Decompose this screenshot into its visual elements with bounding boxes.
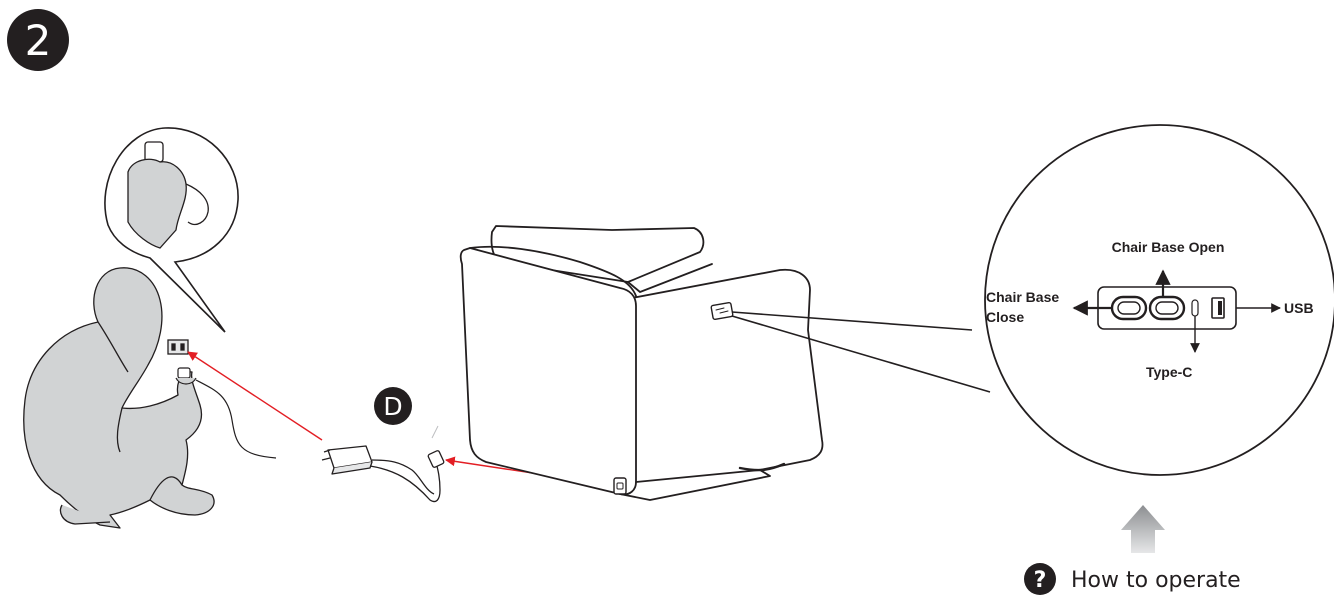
step-number-badge: 2 bbox=[7, 9, 69, 71]
step-number: 2 bbox=[25, 16, 52, 65]
usb-label: USB bbox=[1284, 300, 1314, 316]
hand-with-plug-icon bbox=[175, 367, 277, 459]
crouching-person-figure bbox=[23, 267, 215, 529]
zoom-leader-lines bbox=[731, 311, 991, 393]
power-adapter-icon bbox=[321, 445, 445, 503]
chair-base-close-label-line1: Chair Base bbox=[986, 289, 1059, 305]
usb-port bbox=[1211, 297, 1225, 319]
chair-base-close-button bbox=[1110, 295, 1148, 321]
how-to-operate-label: How to operate bbox=[1071, 568, 1241, 593]
chair-base-illustration bbox=[459, 225, 824, 501]
chair-base-open-label: Chair Base Open bbox=[1112, 239, 1225, 255]
wall-outlet-icon bbox=[167, 339, 189, 355]
plug-to-outlet-arrow bbox=[187, 351, 323, 441]
upward-hint-arrow bbox=[1121, 505, 1165, 553]
type-c-port bbox=[1191, 299, 1199, 317]
part-letter: D bbox=[383, 392, 402, 421]
chair-base-open-button bbox=[1148, 295, 1186, 321]
plug-zoom-callout bbox=[104, 127, 239, 333]
chair-base-close-label-line2: Close bbox=[986, 309, 1024, 325]
type-c-label: Type-C bbox=[1146, 364, 1192, 380]
question-glyph: ? bbox=[1034, 568, 1047, 593]
how-to-operate-link[interactable]: ? How to operate bbox=[1024, 563, 1241, 595]
question-icon bbox=[1024, 563, 1056, 595]
leader-hairline bbox=[431, 425, 439, 439]
control-panel-zoom-circle: Chair Base Open Chair Base Close USB Typ… bbox=[984, 124, 1334, 476]
part-d-badge: D bbox=[374, 387, 412, 425]
